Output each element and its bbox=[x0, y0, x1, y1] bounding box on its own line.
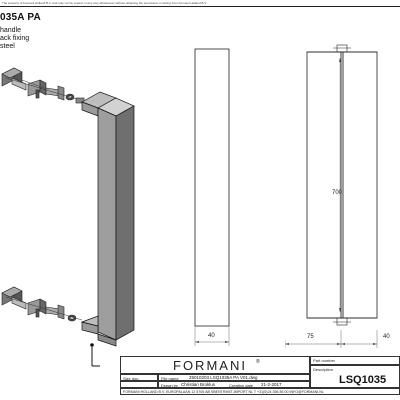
description-line-1: handle bbox=[0, 27, 22, 34]
part-number-cell: Part number bbox=[310, 356, 400, 365]
document-number: LSQ1035 bbox=[339, 374, 387, 386]
description-label: Description bbox=[313, 367, 334, 372]
file-name-cell: File name 25010203 LSQ1035A PA V01.dwg bbox=[158, 374, 310, 381]
description-line-2: ack fixing bbox=[0, 35, 30, 42]
side-view-drawing bbox=[285, 44, 378, 348]
description-cell: Description LSQ1035 bbox=[310, 365, 400, 388]
file-name-value: 25010203 LSQ1035A PA V01.dwg bbox=[189, 375, 258, 381]
creation-date-label: Creation date bbox=[229, 382, 254, 388]
brand-mark: ® bbox=[256, 359, 260, 365]
company-footer: FORMANI HOLLAND B.V. EUROPALAAN 12 5705 … bbox=[123, 390, 324, 394]
title-block: FORMANI ® Part number Description LSQ103… bbox=[120, 356, 400, 400]
brand-name: FORMANI bbox=[173, 358, 247, 373]
file-name-label: File name bbox=[161, 375, 179, 381]
dim-side-offset: 75 bbox=[307, 334, 314, 340]
drawn-by-value: Christian Broklus bbox=[181, 382, 216, 388]
frame-top-line bbox=[0, 6, 400, 7]
handle-body bbox=[80, 91, 135, 347]
size-value-cell bbox=[120, 381, 158, 388]
lower-fixing-assembly bbox=[1, 286, 83, 322]
creation-date-value: 21-2-2017 bbox=[261, 382, 282, 388]
drawn-by-cell: Drawn by Christian Broklus Creation date… bbox=[158, 381, 310, 388]
part-number-label: Part number bbox=[313, 358, 336, 363]
copyright-note: The property of Formani Holland B.V. and… bbox=[2, 1, 207, 5]
brand-cell: FORMANI ® bbox=[120, 356, 310, 374]
drawn-by-label: Drawn by bbox=[161, 382, 178, 388]
front-view-drawing bbox=[194, 48, 230, 346]
dim-side-depth: 40 bbox=[383, 334, 390, 340]
size-label-cell: Size doc. bbox=[120, 374, 158, 381]
product-code: 035A PA bbox=[0, 12, 41, 23]
size-label: Size doc. bbox=[123, 375, 140, 381]
dim-length: 700 bbox=[332, 190, 343, 196]
footer-cell: FORMANI HOLLAND B.V. EUROPALAAN 12 5705 … bbox=[120, 388, 400, 395]
isometric-handle-drawing bbox=[1, 67, 135, 367]
upper-fixing-assembly bbox=[1, 67, 85, 104]
dim-front-width: 40 bbox=[208, 333, 215, 339]
bottom-bracket bbox=[90, 343, 100, 367]
description-line-3: steel bbox=[0, 43, 15, 50]
